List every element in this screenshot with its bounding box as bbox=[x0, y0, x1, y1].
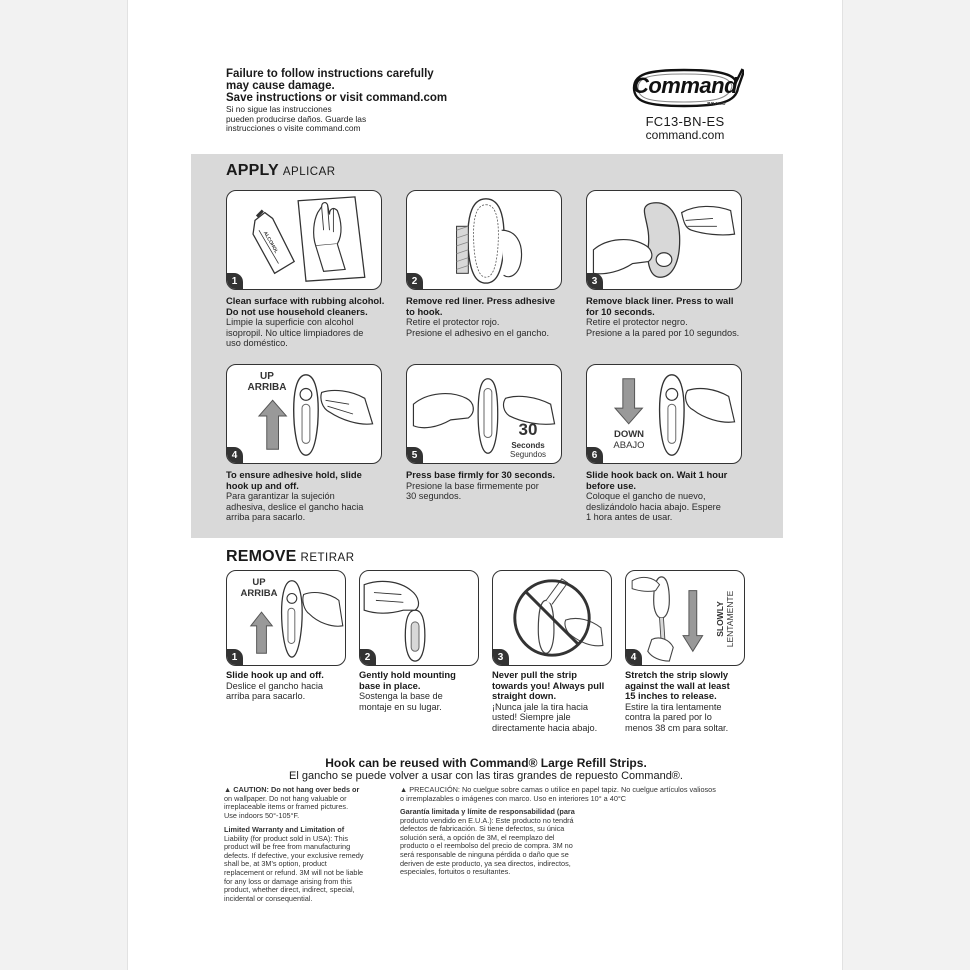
apply-step-5-illustration: 30 Seconds Segundos 5 bbox=[406, 364, 562, 464]
apply-step-5-caption: Press base firmly for 30 seconds. Presio… bbox=[406, 469, 556, 502]
apply-step-1-caption: Clean surface with rubbing alcohol.Do no… bbox=[226, 295, 385, 349]
apply-step-4-illustration: UP ARRIBA 4 bbox=[226, 364, 382, 464]
clean-surface-icon: ALCOHOL bbox=[252, 196, 366, 282]
remove-step-3-illustration: 3 bbox=[492, 570, 612, 666]
warning-english: Failure to follow instructions carefully… bbox=[226, 68, 448, 104]
instruction-sheet: Failure to follow instructions carefully… bbox=[127, 0, 843, 970]
up-label: UP ARRIBA bbox=[247, 371, 287, 393]
step-number: 3 bbox=[493, 649, 509, 665]
down-label: DOWN ABAJO bbox=[613, 429, 645, 451]
step-number: 4 bbox=[227, 447, 243, 463]
step-number: 5 bbox=[407, 447, 423, 463]
logo-wordmark: Command bbox=[632, 73, 738, 98]
step-number: 1 bbox=[227, 649, 243, 665]
logo-brand-text: BRAND bbox=[707, 101, 726, 106]
slide-hook-up-icon bbox=[257, 374, 374, 456]
apply-step-2-illustration: 2 bbox=[406, 190, 562, 290]
step-number: 2 bbox=[407, 273, 423, 289]
remove-step-1-illustration: UP ARRIBA 1 bbox=[226, 570, 346, 666]
thirty-number: 30 bbox=[518, 420, 538, 439]
apply-step-1-illustration: ALCOHOL 1 bbox=[226, 190, 382, 290]
press-to-wall-icon bbox=[592, 202, 736, 278]
remove-step-1-caption: Slide hook up and off. Deslice el gancho… bbox=[226, 669, 324, 702]
website: command.com bbox=[645, 128, 725, 142]
no-pull-towards-icon bbox=[513, 578, 604, 657]
logo-badge-icon bbox=[632, 68, 744, 108]
warning-spanish: Si no sigue las instrucciones pueden pro… bbox=[226, 104, 367, 134]
command-logo: Command BRAND bbox=[626, 66, 744, 112]
remove-step-2-illustration: 2 bbox=[359, 570, 479, 666]
slide-hook-off-icon bbox=[249, 580, 344, 658]
step-number: 2 bbox=[360, 649, 376, 665]
step-number: 4 bbox=[626, 649, 642, 665]
hold-base-icon bbox=[363, 580, 426, 662]
reuse-note-spanish: El gancho se puede volver a usar con las… bbox=[289, 770, 683, 782]
slide-hook-down-icon bbox=[613, 374, 736, 456]
seconds-label: Seconds Segundos bbox=[509, 441, 547, 459]
stretch-strip-icon bbox=[631, 576, 704, 662]
caution-english: ▲ CAUTION: Do not hang over beds or on w… bbox=[224, 785, 360, 820]
caution-spanish: ▲ PRECAUCIÓN: No cuelgue sobre camas o u… bbox=[400, 785, 716, 803]
warning-block: Failure to follow instructions carefully… bbox=[226, 68, 556, 134]
apply-step-6-illustration: DOWN ABAJO 6 bbox=[586, 364, 742, 464]
slowly-label: SLOWLY LENTAMENTE bbox=[715, 590, 735, 648]
apply-step-3-illustration: 3 bbox=[586, 190, 742, 290]
step-number: 6 bbox=[587, 447, 603, 463]
reuse-note-english: Hook can be reused with Command® Large R… bbox=[325, 756, 647, 770]
press-base-icon bbox=[412, 378, 556, 454]
brand-block: Command BRAND FC13-BN-ES command.com bbox=[620, 66, 750, 142]
step-number: 1 bbox=[227, 273, 243, 289]
remove-red-liner-icon bbox=[456, 198, 523, 284]
sku-code: FC13-BN-ES bbox=[645, 114, 725, 129]
warranty-spanish: Garantía limitada y límite de responsabi… bbox=[400, 807, 575, 877]
remove-step-4-illustration: SLOWLY LENTAMENTE 4 bbox=[625, 570, 745, 666]
up-label: UP ARRIBA bbox=[240, 577, 278, 599]
step-number: 3 bbox=[587, 273, 603, 289]
warranty-english: Limited Warranty and Limitation of Liabi… bbox=[224, 825, 364, 903]
